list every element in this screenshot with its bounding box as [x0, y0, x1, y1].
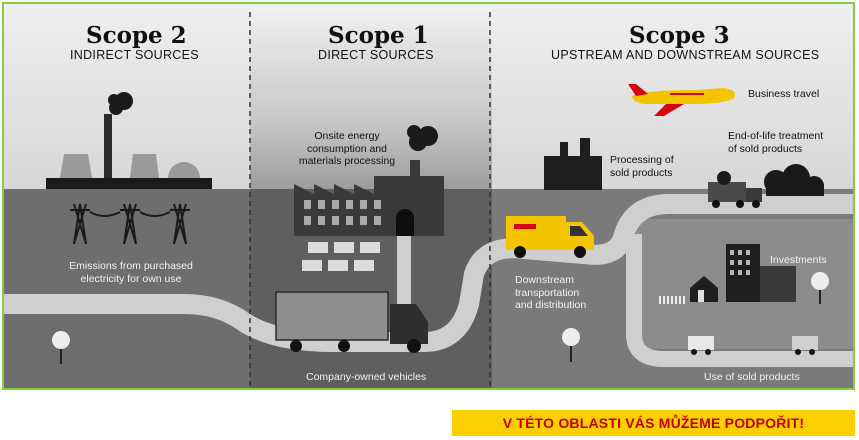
onsite-label-line2: consumption and — [307, 142, 387, 155]
end-of-life-label-line2: of sold products — [728, 142, 803, 155]
factory-icon — [294, 125, 444, 236]
electricity-label-line1: Emissions from purchased — [69, 260, 193, 272]
tree-icon — [52, 331, 70, 364]
processing-label-line1: Processing of — [610, 154, 674, 166]
processing-factory-icon — [544, 138, 602, 190]
sky-scope1 — [250, 4, 492, 194]
investments-buildings-icon — [659, 244, 796, 304]
electricity-label-line2: electricity for own use — [80, 272, 182, 285]
investments-label: Investments — [770, 254, 827, 266]
power-plant-icon — [46, 92, 212, 189]
electricity-label: Emissions from purchased electricity for… — [56, 260, 206, 285]
road — [4, 194, 853, 352]
processing-label-line2: sold products — [610, 166, 673, 179]
small-cars-icon — [688, 336, 818, 355]
scope1-title: Scope 1 — [328, 22, 429, 49]
use-sold-products-label: Use of sold products — [704, 371, 800, 383]
diagram-illustration — [4, 4, 853, 388]
scope3-subtitle: UPSTREAM AND DOWNSTREAM SOURCES — [551, 48, 820, 62]
power-pylons-icon — [70, 203, 190, 245]
vehicles-label: Company-owned vehicles — [306, 371, 427, 383]
scope2-subtitle: INDIRECT SOURCES — [70, 48, 199, 62]
support-banner[interactable]: V TÉTO OBLASTI VÁS MŮŽEME PODPOŘIT! — [452, 410, 855, 436]
onsite-label-line3: materials processing — [298, 155, 396, 167]
onsite-label: Onsite energy consumption and materials … — [292, 130, 402, 168]
dump-truck-icon — [708, 164, 824, 208]
scope1-subtitle: DIRECT SOURCES — [318, 48, 434, 62]
road-branch — [626, 234, 853, 367]
downstream-label-line2: transportation — [515, 286, 580, 299]
business-travel-label: Business travel — [748, 88, 820, 100]
tree-icon — [811, 272, 829, 304]
scope3-title: Scope 3 — [629, 22, 730, 49]
end-of-life-label: End-of-life treatment of sold products — [728, 130, 823, 155]
downstream-label-line3: and distribution — [515, 299, 587, 311]
diagram-frame: Scope 2 INDIRECT SOURCES Scope 1 DIRECT … — [2, 2, 855, 390]
dhl-van-icon — [506, 216, 594, 258]
tree-icon — [562, 328, 580, 362]
downstream-label: Downstream transportation and distributi… — [515, 274, 586, 312]
end-of-life-label-line1: End-of-life treatment — [728, 130, 824, 142]
onsite-label-line1: Onsite energy — [314, 130, 380, 142]
parked-vans-icon — [302, 242, 380, 271]
airplane-icon — [628, 84, 735, 116]
downstream-label-line1: Downstream — [515, 274, 574, 286]
truck-icon — [275, 291, 428, 353]
processing-label: Processing of sold products — [610, 154, 674, 179]
scope2-title: Scope 2 — [86, 22, 187, 49]
